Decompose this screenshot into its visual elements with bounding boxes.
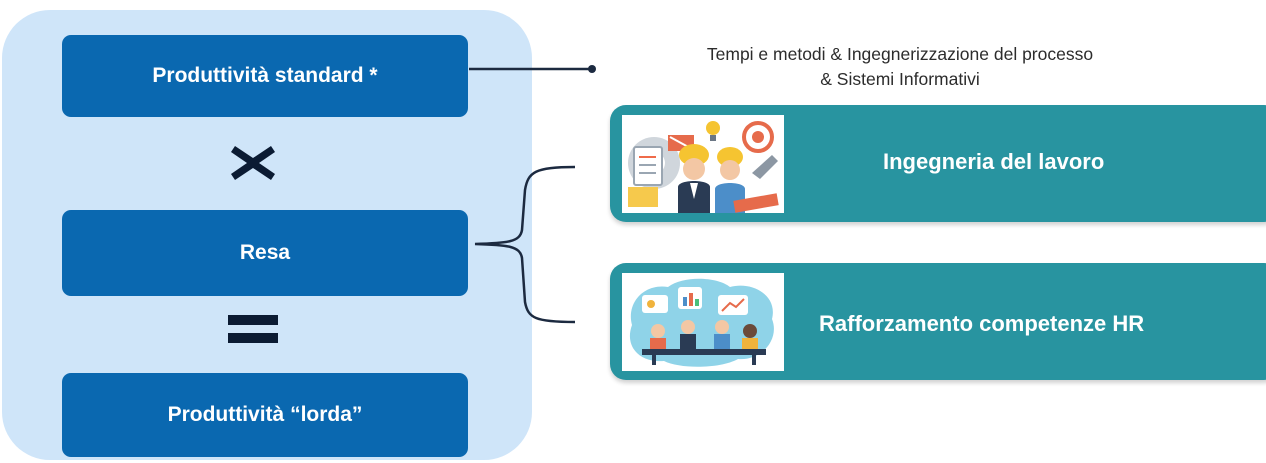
process-engineering-caption: Tempi e metodi & Ingegnerizzazione del p… bbox=[706, 44, 1094, 89]
formula-panel: Produttività standard * Resa Produttivit… bbox=[2, 10, 532, 460]
hr-skills-card: Rafforzamento competenze HR bbox=[610, 263, 1266, 380]
standard-productivity-box: Produttività standard * bbox=[62, 35, 468, 117]
team-meeting-icon bbox=[622, 273, 784, 371]
engineering-workers-icon bbox=[622, 115, 784, 213]
work-engineering-label: Ingegneria del lavoro bbox=[883, 149, 1105, 174]
gross-productivity-label: Produttività “lorda” bbox=[167, 403, 363, 426]
work-engineering-card: Ingegneria del lavoro bbox=[610, 105, 1266, 222]
multiply-icon bbox=[231, 146, 275, 180]
yield-box: Resa bbox=[62, 210, 468, 296]
equals-icon bbox=[228, 315, 278, 343]
hr-skills-label: Rafforzamento competenze HR bbox=[819, 311, 1145, 336]
gross-productivity-box: Produttività “lorda” bbox=[62, 373, 468, 457]
yield-label: Resa bbox=[239, 241, 291, 264]
standard-productivity-label: Produttività standard * bbox=[152, 64, 378, 87]
